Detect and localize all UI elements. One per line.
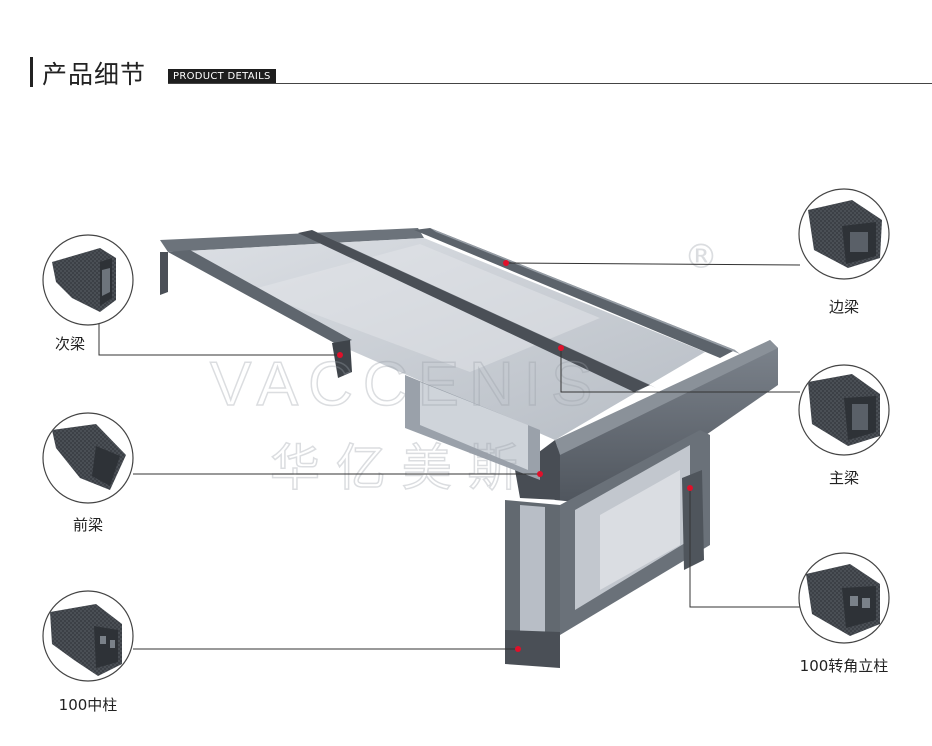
leader-edge-beam [505,262,801,266]
callout-lines [98,262,801,650]
label-center-post: 100中柱 [58,696,118,714]
detail-corner-post [798,552,890,644]
label-edge-beam: 边梁 [828,298,859,316]
label-main-beam: 主梁 [828,469,859,487]
section-subtitle: PRODUCT DETAILS [168,69,276,84]
watermark-cn: 华 亿 美 斯 [270,439,518,497]
detail-front-beam [42,412,134,504]
watermark-brand: VACCENIS [210,350,602,419]
dot-center-post [515,646,521,652]
back-roof-beam [160,228,424,252]
label-secondary-beam: 次梁 [54,335,85,353]
secondary-beam-shape [168,250,352,345]
detail-secondary-beam [42,234,134,326]
leader-main-beam [560,348,800,393]
section-title: 产品细节 [42,60,147,89]
label-corner-post: 100转角立柱 [799,657,889,675]
main-beam-shape [298,230,650,392]
registered-mark-icon: ® [684,237,718,277]
section-header: 产品细节 PRODUCT DETAILS [0,0,932,100]
dot-secondary-beam [337,352,343,358]
header-rule [168,83,932,84]
dot-edge-beam [503,260,509,266]
watermark: VACCENIS 华 亿 美 斯 ® [209,237,718,498]
sunroom-structure [160,228,778,668]
callout-dots [337,260,693,652]
header-accent-bar [30,57,33,87]
corner-post-shape [682,470,704,570]
leader-secondary-beam [98,320,340,356]
front-beam-shape [515,340,778,505]
detail-center-post [42,590,134,682]
dot-main-beam [558,345,564,351]
detail-edge-beam [798,188,890,280]
leader-corner-post [689,488,800,608]
edge-beam-shape [414,228,735,358]
dot-corner-post [687,485,693,491]
detail-main-beam [798,364,890,456]
label-front-beam: 前梁 [72,516,103,534]
dot-front-beam [537,471,543,477]
